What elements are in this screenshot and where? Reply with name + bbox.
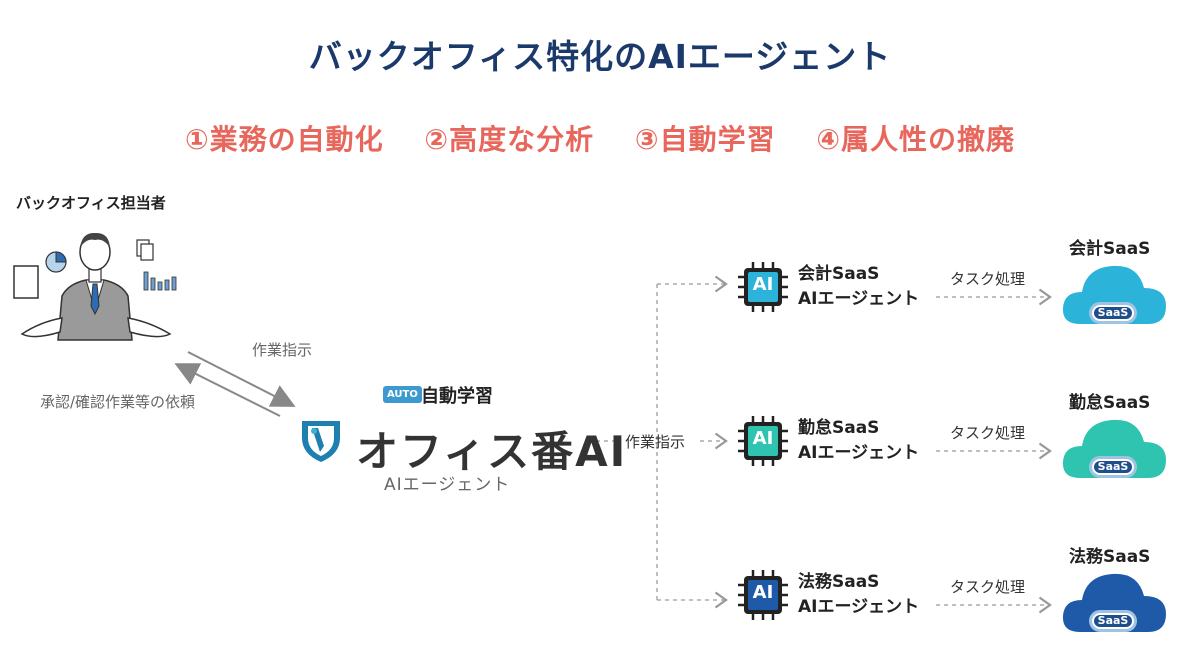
- person-figure: [20, 232, 172, 341]
- auto-badge: AUTO: [383, 386, 422, 403]
- agent-chip-accounting: AI: [738, 262, 788, 316]
- saas-badge: SaaS: [1094, 307, 1132, 319]
- feature-list: ①業務の自動化 ②高度な分析 ③自動学習 ④属人性の撤廃: [0, 118, 1200, 158]
- saas-badge: SaaS: [1094, 461, 1132, 473]
- cloud-icon: [1062, 419, 1166, 478]
- saas-title-attendance: 勤怠SaaS: [1069, 393, 1151, 413]
- agent-chip-legal: AI: [738, 570, 788, 624]
- auto-learning-label: 自動学習: [421, 386, 493, 407]
- chip-icon: [738, 570, 788, 620]
- task-label-attendance: タスク処理: [950, 424, 1026, 442]
- agent-title: 法務SaaS: [798, 572, 880, 592]
- saas-cloud-attendance: SaaS: [1060, 412, 1168, 488]
- feature-analysis: ②高度な分析: [424, 123, 595, 156]
- office-worker-illustration: [13, 232, 177, 341]
- feature-depersonalization: ④属人性の撤廃: [816, 123, 1016, 156]
- agent-chip-attendance: AI: [738, 416, 788, 470]
- chip-label: AI: [752, 428, 774, 449]
- page-title: バックオフィス特化のAIエージェント: [308, 37, 892, 76]
- chip-face: [748, 580, 778, 610]
- agent-role: AIエージェント: [798, 443, 920, 463]
- agent-name-attendance: 勤怠SaaS AIエージェント: [798, 416, 919, 466]
- cloud-icon: [1062, 573, 1166, 632]
- request-arrow: [174, 363, 281, 417]
- instruction-label: 作業指示: [252, 341, 313, 359]
- bar-chart-icon: [143, 271, 177, 291]
- agent-name-accounting: 会計SaaS AIエージェント: [798, 262, 919, 312]
- files-icon: [136, 239, 154, 261]
- saas-title-legal: 法務SaaS: [1069, 547, 1151, 567]
- cloud-icon: [1062, 265, 1166, 324]
- feature-automation: ①業務の自動化: [184, 123, 384, 156]
- saas-badge-frame: SaaS: [1089, 456, 1137, 478]
- chip-face: [748, 272, 778, 302]
- saas-cloud-legal: SaaS: [1060, 566, 1168, 642]
- shield-logo-icon: [302, 421, 340, 462]
- saas-badge: SaaS: [1094, 615, 1132, 627]
- saas-cloud-accounting: SaaS: [1060, 258, 1168, 334]
- dispatch-label: 作業指示: [625, 433, 686, 451]
- agent-title: 勤怠SaaS: [798, 418, 880, 438]
- pie-chart-icon: [45, 251, 67, 273]
- agent-role: AIエージェント: [798, 597, 920, 617]
- request-label: 承認/確認作業等の依頼: [40, 393, 196, 411]
- chip-label: AI: [752, 582, 774, 603]
- chip-icon: [738, 262, 788, 312]
- agent-role: AIエージェント: [798, 289, 920, 309]
- saas-title-accounting: 会計SaaS: [1069, 239, 1151, 259]
- chip-label: AI: [752, 274, 774, 295]
- instruction-arrow: [187, 351, 296, 407]
- staff-label: バックオフィス担当者: [16, 194, 166, 212]
- product-subtitle: AIエージェント: [384, 475, 511, 495]
- saas-badge-frame: SaaS: [1089, 610, 1137, 632]
- task-label-legal: タスク処理: [950, 578, 1026, 596]
- chip-icon: [738, 416, 788, 466]
- task-label-accounting: タスク処理: [950, 270, 1026, 288]
- document-icon: [13, 265, 39, 299]
- saas-badge-frame: SaaS: [1089, 302, 1137, 324]
- agent-title: 会計SaaS: [798, 264, 880, 284]
- agent-name-legal: 法務SaaS AIエージェント: [798, 570, 919, 620]
- chip-face: [748, 426, 778, 456]
- product-name: オフィス番AI: [356, 427, 628, 476]
- feature-learning: ③自動学習: [634, 123, 776, 156]
